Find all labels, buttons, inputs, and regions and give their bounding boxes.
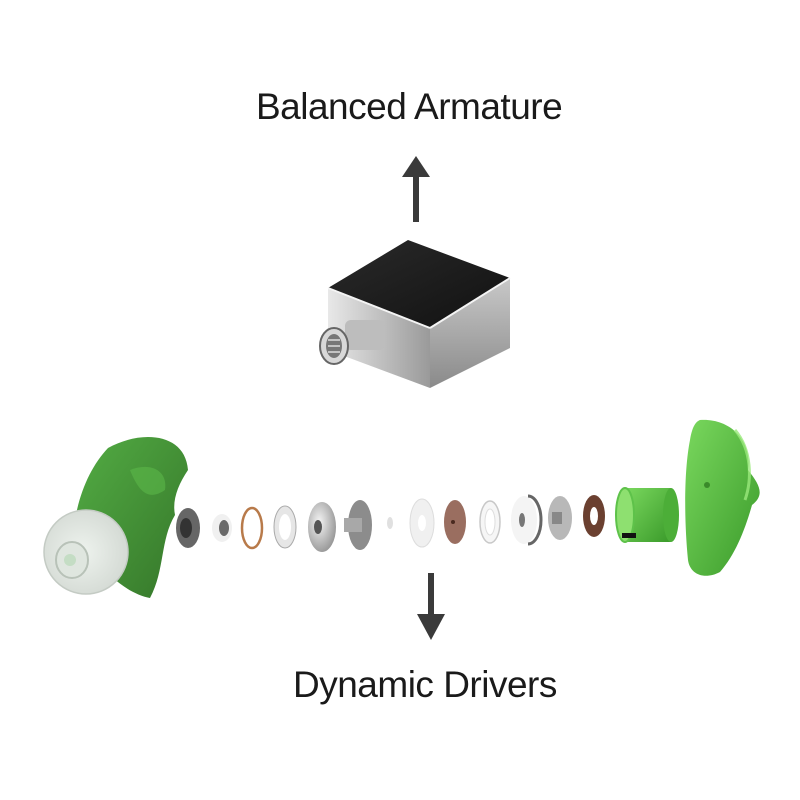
right-faceplate — [685, 419, 760, 576]
clear-ring — [479, 500, 501, 544]
metal-pole-piece — [344, 500, 372, 550]
green-cylinder-housing — [615, 487, 679, 543]
dynamic-drivers-label: Dynamic Drivers — [293, 664, 557, 705]
silver-washer — [273, 505, 297, 549]
small-metal-cup — [212, 514, 232, 542]
brown-dome — [444, 500, 466, 544]
up-arrow-icon — [402, 156, 430, 222]
thick-silver-ring — [308, 502, 336, 552]
down-arrow-icon — [417, 573, 445, 640]
balanced-armature-driver — [319, 240, 511, 388]
ear-tip — [43, 509, 129, 595]
silver-magnet-ring — [511, 494, 543, 546]
copper-ring — [240, 506, 264, 550]
small-disc — [387, 517, 393, 529]
dark-metal-ring — [176, 508, 200, 548]
balanced-armature-label: Balanced Armature — [256, 86, 563, 127]
brown-gasket — [583, 495, 605, 537]
white-diaphragm — [409, 498, 435, 548]
cone-pole-piece — [548, 496, 572, 540]
